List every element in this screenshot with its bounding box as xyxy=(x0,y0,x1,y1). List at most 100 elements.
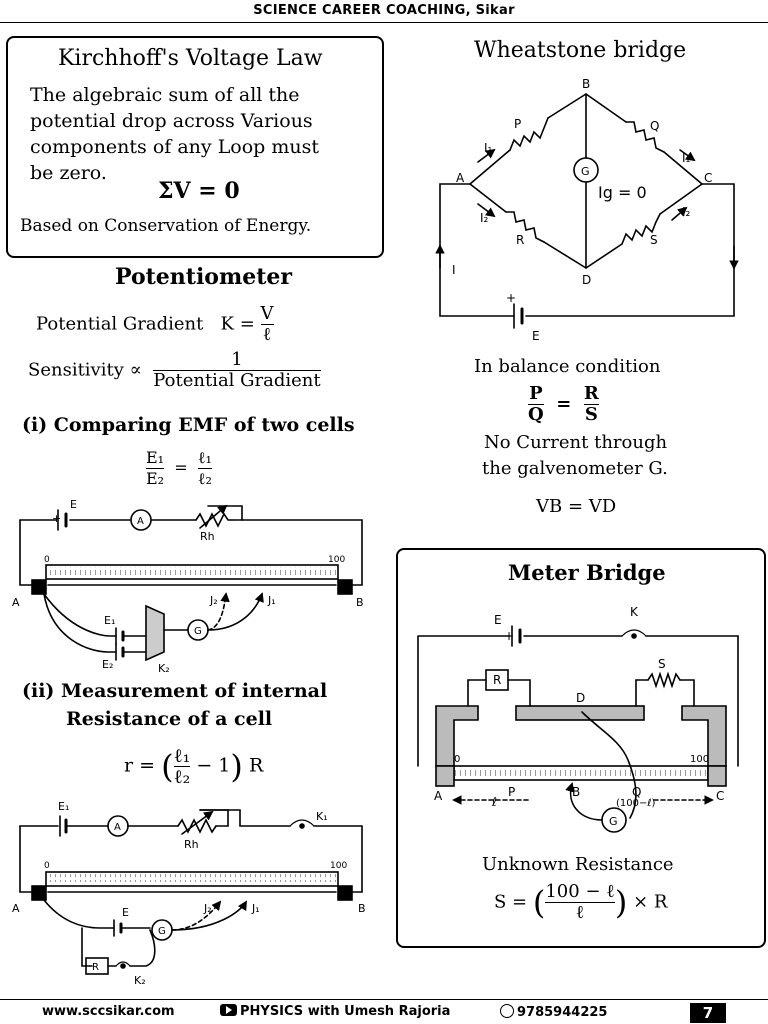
circuit-meter-bridge xyxy=(417,625,739,833)
meter-formula-rhs: × R xyxy=(633,891,668,913)
meter-num: 100 − ℓ xyxy=(545,881,615,903)
c1-label-j2: J₂ xyxy=(209,594,218,607)
gradient-label: Potential Gradient xyxy=(36,313,204,335)
ws-label-p: P xyxy=(514,117,521,131)
c1-ammeter xyxy=(130,509,152,531)
ws-label-r: R xyxy=(516,233,524,247)
c1-terminal-b xyxy=(337,579,353,595)
part1-rhs-den: ℓ₂ xyxy=(197,469,212,488)
wheatstone-title: Wheatstone bridge xyxy=(474,38,687,63)
potentiometer-title: Potentiometer xyxy=(115,264,292,290)
mb-label-100: 100 xyxy=(690,754,709,765)
kvl-note: Based on Conservation of Energy. xyxy=(20,216,312,236)
part2-rest: − 1 xyxy=(196,754,231,777)
part2-title2: Resistance of a cell xyxy=(66,708,273,730)
ratio-q: Q xyxy=(528,404,544,425)
svg-text:+: + xyxy=(506,291,516,305)
mb-label-a: A xyxy=(434,789,443,803)
c2-j1 xyxy=(171,900,247,931)
c2-resistor-r xyxy=(85,957,109,975)
mb-label-100-l: (100−ℓ) xyxy=(616,798,655,809)
part1-lhs-den: E₂ xyxy=(146,469,165,488)
phone-icon xyxy=(500,1004,514,1018)
c1-top-wire xyxy=(19,505,243,521)
balance-text: In balance condition xyxy=(474,356,661,377)
ws-label-i: I xyxy=(452,263,456,277)
mb-label-s: S xyxy=(658,657,666,671)
part2-den: ℓ₂ xyxy=(173,766,191,788)
c2-terminal-b xyxy=(337,885,353,901)
page-header: SCIENCE CAREER COACHING, Sikar xyxy=(253,3,515,18)
footer-phone[interactable]: 9785944225 xyxy=(500,1004,607,1020)
part1-lhs-num: E₁ xyxy=(146,448,165,469)
header-divider xyxy=(0,22,768,23)
c2-top-wire xyxy=(19,809,363,827)
c2-key-k1 xyxy=(299,823,305,829)
c2-label-g: G xyxy=(158,926,166,937)
ratio-r: R xyxy=(583,383,599,405)
footer-channel[interactable]: PHYSICS with Umesh Rajoria xyxy=(220,1004,450,1019)
mb-g-to-b xyxy=(565,782,603,821)
ws-label-ig: Ig = 0 xyxy=(598,183,647,202)
kvl-title: Kirchhoff's Voltage Law xyxy=(58,46,323,71)
mb-s-wire xyxy=(635,679,695,707)
diagrams-svg: E + A Rh 0 100 A B J₂ J₁ E₁ E₂ G K₂ xyxy=(12,77,739,987)
c2-label-r: R xyxy=(92,962,99,973)
ws-galvanometer xyxy=(573,157,599,183)
ws-arm-q-wire xyxy=(585,93,703,185)
mb-key-k xyxy=(631,633,637,639)
mb-label-l: ℓ xyxy=(491,795,497,809)
circuit-internal-resistance xyxy=(19,809,363,975)
part2-title1: (ii) Measurement of internal xyxy=(22,680,328,702)
mb-label-r: R xyxy=(493,673,501,687)
gradient-lhs: K = xyxy=(220,313,255,335)
ws-label-s: S xyxy=(650,233,658,247)
mb-label-e: E xyxy=(494,613,502,627)
mb-label-p: P xyxy=(508,785,515,799)
no-current-1: No Current through xyxy=(484,432,668,453)
footer-website[interactable]: www.sccsikar.com xyxy=(42,1004,175,1019)
c2-loop xyxy=(19,825,363,893)
c1-label-e: E xyxy=(70,498,77,511)
gradient-den: ℓ xyxy=(262,324,272,345)
mb-label-zero: 0 xyxy=(454,754,460,765)
sensitivity-lhs: Sensitivity ∝ xyxy=(28,359,142,381)
part2-R: R xyxy=(248,754,264,777)
meter-bridge-box xyxy=(396,548,766,948)
c2-label-j1: J₁ xyxy=(251,902,260,915)
c1-label-e1: E₁ xyxy=(104,614,115,627)
ws-label-e: E xyxy=(532,329,540,343)
ws-resistor-s xyxy=(621,213,661,245)
c2-label-e: E xyxy=(122,906,129,919)
part2-num: ℓ₁ xyxy=(173,745,191,767)
footer-divider xyxy=(0,999,768,1000)
part1-title: (i) Comparing EMF of two cells xyxy=(22,414,355,436)
ws-resistor-q xyxy=(625,121,665,153)
sensitivity-num: 1 xyxy=(153,350,321,371)
ws-label-i2b: I₂ xyxy=(682,205,691,219)
c1-loop xyxy=(19,519,363,586)
ratio-p: P xyxy=(528,383,544,405)
mb-resistor-r xyxy=(485,669,509,691)
c2-label-rh: Rh xyxy=(184,838,199,851)
ws-label-i1a: I₁ xyxy=(484,141,493,155)
mb-label-q: Q xyxy=(632,785,641,799)
svg-text:+: + xyxy=(504,629,514,643)
footer-phone-number: 9785944225 xyxy=(517,1005,608,1020)
page-footer: www.sccsikar.com PHYSICS with Umesh Rajo… xyxy=(0,1002,768,1024)
meter-formula-lhs: S = xyxy=(494,891,528,913)
ws-label-b: B xyxy=(582,77,590,91)
gradient-num: V xyxy=(260,303,274,325)
ratio-s: S xyxy=(584,404,598,425)
mb-resistor-s xyxy=(647,671,681,689)
ws-arm-s-wire xyxy=(585,183,703,269)
kvl-box xyxy=(6,36,384,258)
c1-j1 xyxy=(207,592,264,631)
ws-label-c: C xyxy=(704,171,712,185)
